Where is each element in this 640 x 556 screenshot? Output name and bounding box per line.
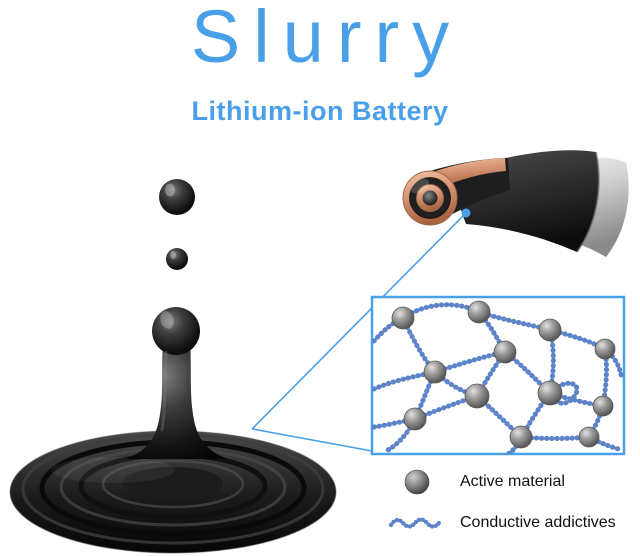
- electrode-roll: [402, 150, 629, 257]
- microstructure-inset: [370, 295, 626, 456]
- slurry-droplet-splash: [9, 179, 337, 554]
- legend-item-conductive-additives: Conductive addictives: [388, 512, 633, 534]
- callout-dot: [461, 208, 471, 218]
- legend: Active material Conductive addictives: [388, 468, 633, 534]
- page-title: Slurry: [190, 0, 463, 78]
- conductive-additive-chain-icon: [388, 512, 446, 534]
- legend-label-active-material: Active material: [460, 473, 565, 490]
- page-subtitle: Lithium-ion Battery: [191, 96, 449, 126]
- falling-droplets: [159, 179, 195, 270]
- legend-item-active-material: Active material: [388, 468, 633, 496]
- callout-lines: [251, 208, 471, 452]
- active-material-spheres: [391, 300, 616, 449]
- splash-column: [126, 307, 228, 459]
- roll-end-cap: [402, 170, 458, 226]
- active-material-sphere-icon: [388, 468, 446, 496]
- legend-label-conductive-additives: Conductive addictives: [460, 514, 616, 531]
